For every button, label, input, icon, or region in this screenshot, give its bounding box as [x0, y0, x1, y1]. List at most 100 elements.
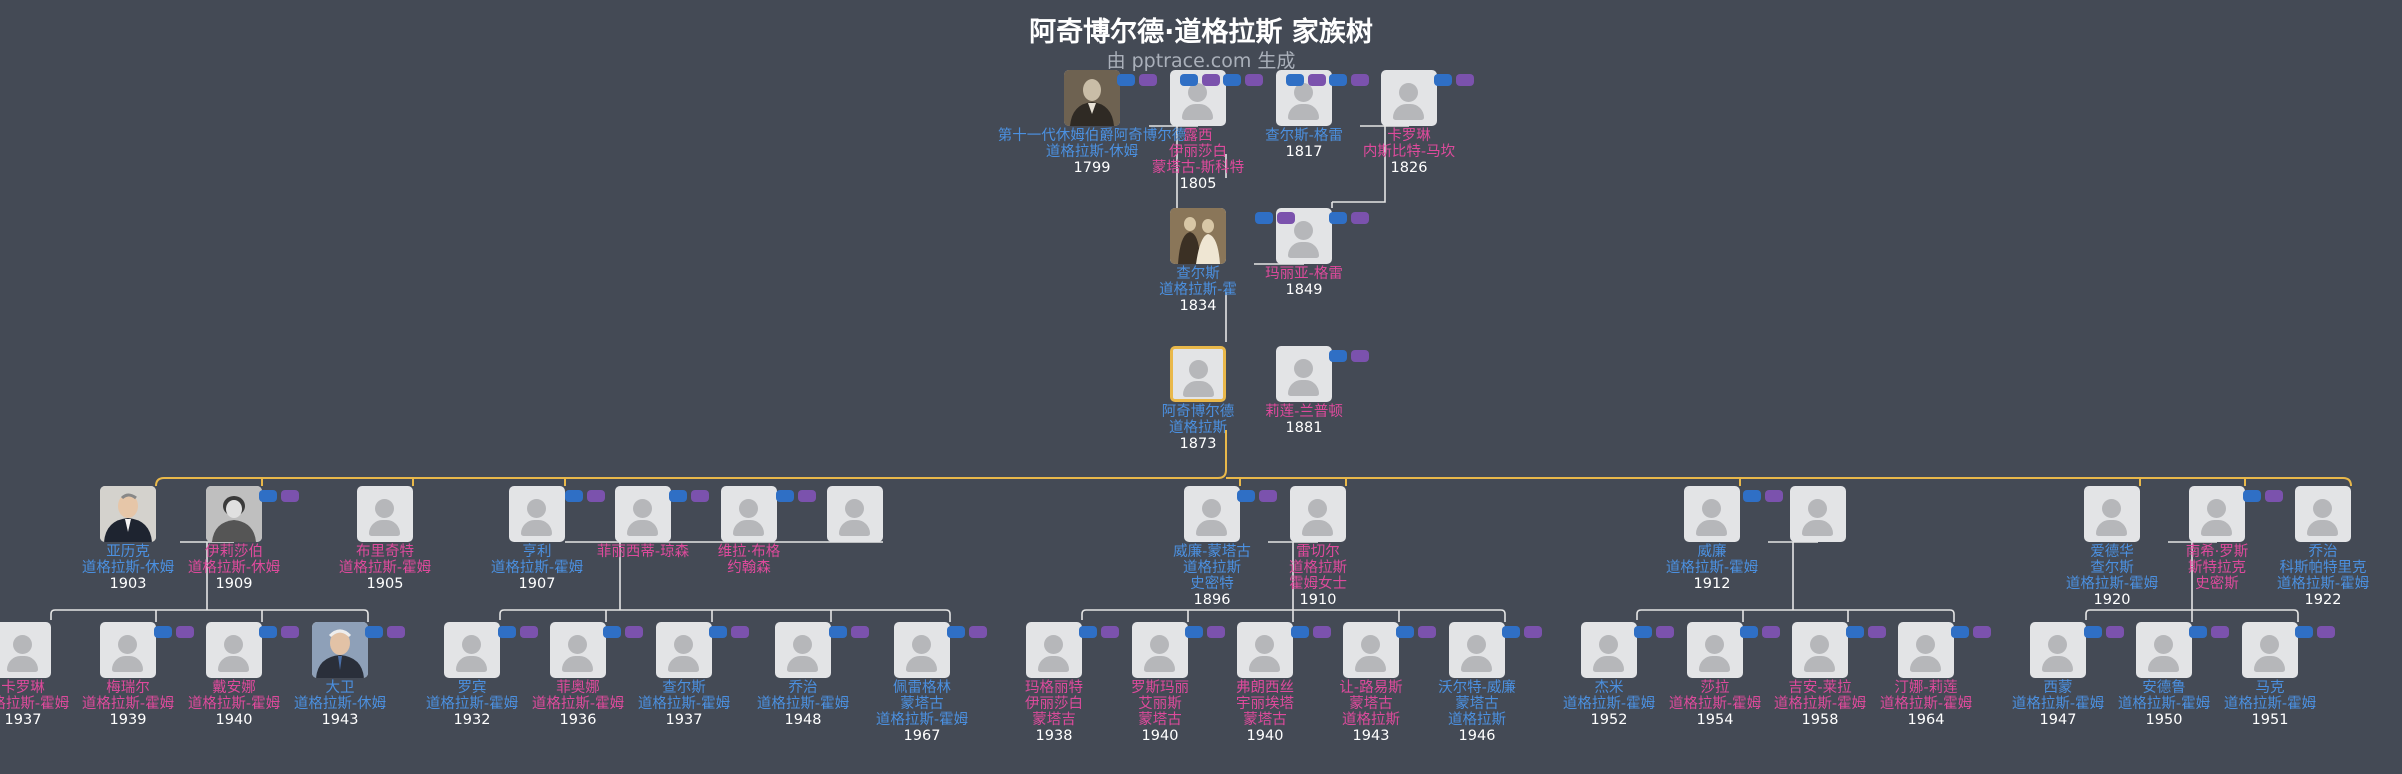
add-relative-button[interactable]	[798, 490, 816, 502]
add-parent-button[interactable]	[776, 490, 794, 502]
person-card[interactable]	[100, 622, 156, 678]
person-card[interactable]	[1026, 622, 1082, 678]
add-parent-button[interactable]	[709, 626, 727, 638]
add-relative-button[interactable]	[1277, 212, 1295, 224]
add-parent-button[interactable]	[1185, 626, 1203, 638]
add-parent-button[interactable]	[154, 626, 172, 638]
person-card[interactable]	[1581, 622, 1637, 678]
add-parent-button[interactable]	[2189, 626, 2207, 638]
person-card[interactable]	[2242, 622, 2298, 678]
person-card[interactable]	[1687, 622, 1743, 678]
person-card[interactable]	[2030, 622, 2086, 678]
person-card[interactable]	[1381, 70, 1437, 126]
add-parent-button[interactable]	[2295, 626, 2313, 638]
person-card[interactable]	[509, 486, 565, 542]
person-card[interactable]	[656, 622, 712, 678]
add-relative-button[interactable]	[281, 490, 299, 502]
add-parent-button[interactable]	[1846, 626, 1864, 638]
person-card[interactable]	[1792, 622, 1848, 678]
person-card[interactable]	[775, 622, 831, 678]
person-card[interactable]	[1898, 622, 1954, 678]
add-relative-button[interactable]	[1351, 350, 1369, 362]
person-card[interactable]	[1290, 486, 1346, 542]
add-parent-button[interactable]	[1434, 74, 1452, 86]
person-card[interactable]	[0, 622, 51, 678]
person-card[interactable]	[1790, 486, 1846, 542]
add-parent-button[interactable]	[1329, 74, 1347, 86]
add-relative-button[interactable]	[2265, 490, 2283, 502]
add-parent-button[interactable]	[565, 490, 583, 502]
add-parent-button[interactable]	[1180, 74, 1198, 86]
person-card[interactable]	[2084, 486, 2140, 542]
person-card[interactable]	[1449, 622, 1505, 678]
add-relative-button[interactable]	[2106, 626, 2124, 638]
add-parent-button[interactable]	[603, 626, 621, 638]
person-card[interactable]	[894, 622, 950, 678]
add-relative-button[interactable]	[587, 490, 605, 502]
person-card[interactable]	[444, 622, 500, 678]
person-card[interactable]	[206, 622, 262, 678]
add-relative-button[interactable]	[1351, 212, 1369, 224]
add-parent-button[interactable]	[1740, 626, 1758, 638]
add-parent-button[interactable]	[829, 626, 847, 638]
person-card[interactable]	[1132, 622, 1188, 678]
add-relative-button[interactable]	[1656, 626, 1674, 638]
person-card[interactable]	[206, 486, 262, 542]
add-parent-button[interactable]	[1255, 212, 1273, 224]
add-parent-button[interactable]	[498, 626, 516, 638]
add-parent-button[interactable]	[2084, 626, 2102, 638]
add-relative-button[interactable]	[1245, 74, 1263, 86]
add-relative-button[interactable]	[1524, 626, 1542, 638]
add-relative-button[interactable]	[1418, 626, 1436, 638]
add-parent-button[interactable]	[259, 626, 277, 638]
add-relative-button[interactable]	[731, 626, 749, 638]
person-card[interactable]	[357, 486, 413, 542]
add-parent-button[interactable]	[1329, 212, 1347, 224]
person-card[interactable]	[1170, 208, 1226, 264]
person-card[interactable]	[1276, 346, 1332, 402]
add-parent-button[interactable]	[1237, 490, 1255, 502]
add-relative-button[interactable]	[851, 626, 869, 638]
person-card[interactable]	[550, 622, 606, 678]
add-relative-button[interactable]	[1207, 626, 1225, 638]
add-relative-button[interactable]	[1259, 490, 1277, 502]
add-parent-button[interactable]	[669, 490, 687, 502]
person-card[interactable]	[1343, 622, 1399, 678]
add-parent-button[interactable]	[2243, 490, 2261, 502]
add-parent-button[interactable]	[1396, 626, 1414, 638]
add-parent-button[interactable]	[1291, 626, 1309, 638]
add-relative-button[interactable]	[2317, 626, 2335, 638]
add-relative-button[interactable]	[1973, 626, 1991, 638]
add-relative-button[interactable]	[520, 626, 538, 638]
person-card[interactable]	[615, 486, 671, 542]
add-relative-button[interactable]	[1762, 626, 1780, 638]
add-relative-button[interactable]	[1139, 74, 1157, 86]
add-relative-button[interactable]	[281, 626, 299, 638]
add-parent-button[interactable]	[1223, 74, 1241, 86]
person-card[interactable]	[1184, 486, 1240, 542]
add-parent-button[interactable]	[1502, 626, 1520, 638]
person-card[interactable]	[100, 486, 156, 542]
person-card[interactable]	[1064, 70, 1120, 126]
person-card[interactable]	[2189, 486, 2245, 542]
add-parent-button[interactable]	[1951, 626, 1969, 638]
add-parent-button[interactable]	[1117, 74, 1135, 86]
add-relative-button[interactable]	[1308, 74, 1326, 86]
add-relative-button[interactable]	[969, 626, 987, 638]
person-card[interactable]	[1684, 486, 1740, 542]
person-card[interactable]	[721, 486, 777, 542]
add-parent-button[interactable]	[1286, 74, 1304, 86]
add-relative-button[interactable]	[1351, 74, 1369, 86]
add-relative-button[interactable]	[1202, 74, 1220, 86]
add-relative-button[interactable]	[1456, 74, 1474, 86]
person-card[interactable]	[2295, 486, 2351, 542]
add-parent-button[interactable]	[365, 626, 383, 638]
add-parent-button[interactable]	[259, 490, 277, 502]
person-card[interactable]	[827, 486, 883, 542]
add-relative-button[interactable]	[1313, 626, 1331, 638]
add-parent-button[interactable]	[1329, 350, 1347, 362]
person-card[interactable]	[1237, 622, 1293, 678]
add-relative-button[interactable]	[1868, 626, 1886, 638]
add-relative-button[interactable]	[1765, 490, 1783, 502]
person-card[interactable]	[312, 622, 368, 678]
